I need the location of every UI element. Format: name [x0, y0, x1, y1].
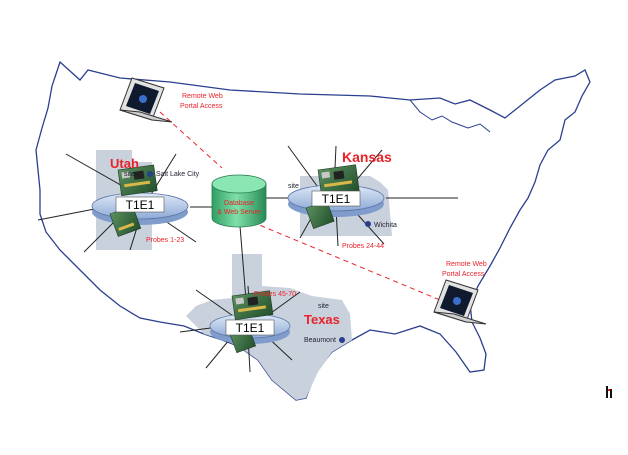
database-label-line1: Database	[224, 200, 254, 207]
kansas-hub: T1E1	[287, 164, 385, 230]
great-lakes-outline	[409, 99, 491, 133]
texas-probes-label: Probes 45-70	[254, 291, 296, 298]
laptop-icon-southeast	[433, 279, 487, 325]
laptop-icon-northwest	[119, 77, 173, 123]
link-database-texas	[239, 225, 247, 301]
kansas-t1e1-label: T1E1	[322, 192, 351, 206]
beaumont-marker	[339, 337, 345, 343]
corner-logo-icon	[606, 386, 612, 398]
utah-t1e1-card-box	[115, 196, 165, 213]
salt-lake-city-marker	[147, 171, 153, 177]
texas-hub: T1E1	[209, 290, 291, 354]
portal-link-southeast	[251, 221, 441, 301]
texas-t1e1-label: T1E1	[236, 321, 265, 335]
salt-lake-city-label: Salt Lake City	[156, 171, 200, 178]
wichita-label: Wichita	[374, 222, 397, 229]
utah-state-label: Utah	[110, 156, 139, 171]
portal-southeast-line1: Remote Web	[446, 261, 487, 268]
database-server: Database & Web Server	[211, 174, 267, 228]
texas-t1e1-card-box	[225, 319, 275, 336]
portal-northwest-line2: Portal Access	[180, 103, 223, 110]
kansas-probes-label: Probes 24-44	[342, 243, 384, 250]
kansas-site-label: site	[288, 183, 299, 190]
kansas-state-label: Kansas	[342, 149, 392, 165]
utah-probes-label: Probes 1-23	[146, 237, 184, 244]
portal-northwest-line1: Remote Web	[182, 93, 223, 100]
texas-state-label: Texas	[304, 312, 340, 327]
portal-southeast-line2: Portal Access	[442, 271, 485, 278]
database-label-line2: & Web Server	[217, 209, 261, 216]
texas-site-label: site	[318, 303, 329, 310]
beaumont-label: Beaumont	[304, 337, 336, 344]
utah-site-label: site	[124, 171, 135, 178]
kansas-t1e1-card-box	[311, 190, 361, 207]
wichita-marker	[365, 221, 371, 227]
kansas-circuit-card	[317, 164, 360, 197]
utah-hub: T1E1	[91, 164, 189, 237]
texas-circuit-card	[231, 290, 274, 321]
utah-t1e1-label: T1E1	[126, 198, 155, 212]
